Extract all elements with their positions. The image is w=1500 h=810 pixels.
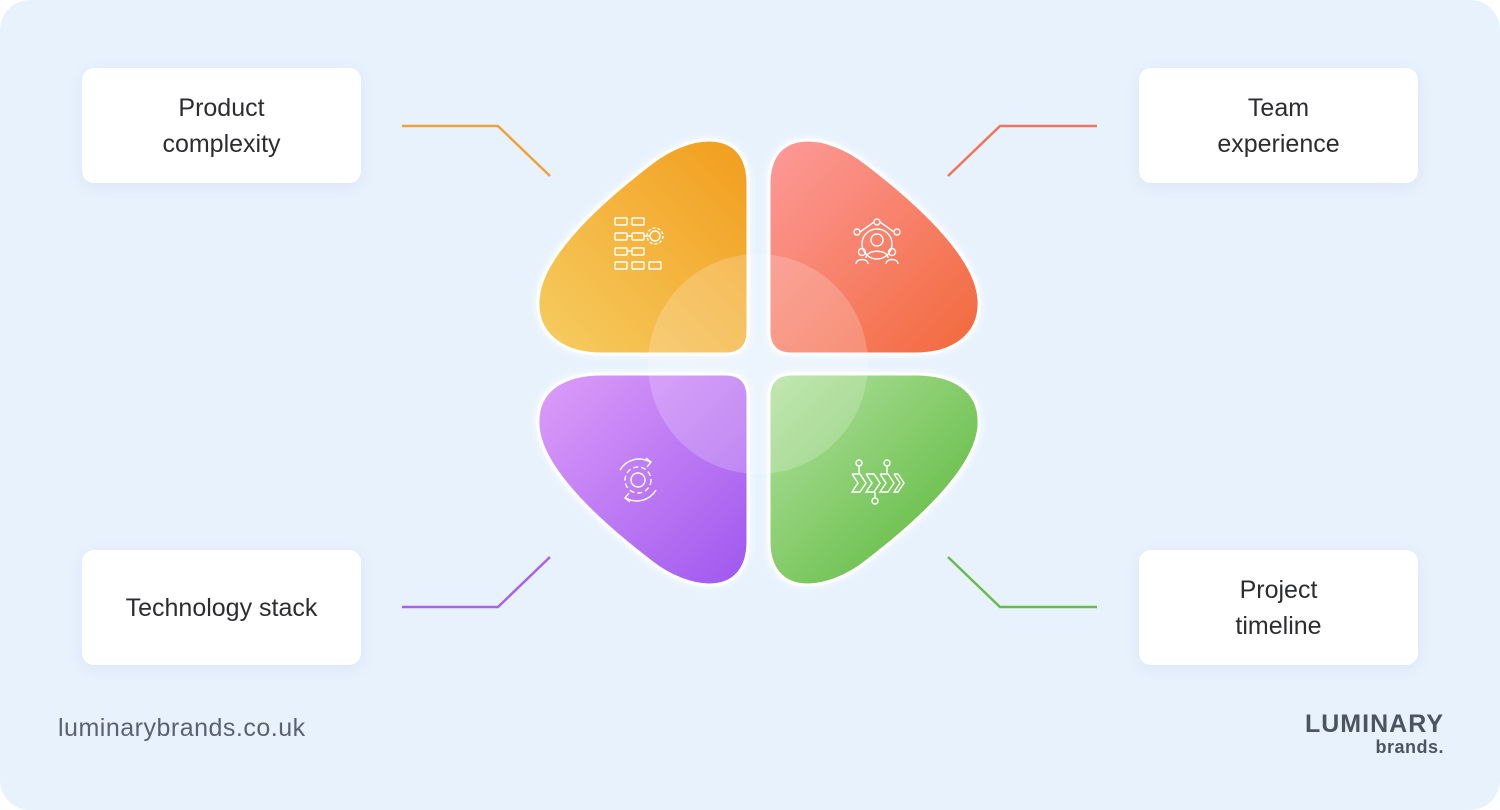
connector-team-experience: [947, 124, 1097, 177]
card-label: Team experience: [1217, 93, 1340, 158]
timeline-chevrons-icon: [850, 459, 905, 505]
card-label: Product complexity: [162, 93, 281, 158]
website-url: luminarybrands.co.uk: [58, 714, 306, 742]
logo-subtext: brands.: [1375, 737, 1444, 757]
petal-project-timeline: [767, 372, 981, 587]
petal-technology-stack: [536, 372, 750, 587]
card-project-timeline: Project timeline: [1139, 550, 1418, 665]
card-label: Project timeline: [1235, 575, 1322, 640]
center-highlight-circle: [648, 254, 868, 474]
card-technology-stack: Technology stack: [82, 550, 361, 665]
card-product-complexity: Product complexity: [82, 68, 361, 183]
team-network-icon: [853, 218, 901, 265]
brand-logo: LUMINARY brands.: [1304, 710, 1444, 757]
card-label: Technology stack: [125, 593, 318, 622]
gear-cycle-icon: [619, 457, 657, 503]
logo-wordmark: LUMINARY: [1304, 710, 1444, 738]
petal-team-experience: [767, 138, 981, 356]
connector-technology-stack: [402, 556, 551, 609]
workflow-gear-icon: [614, 217, 664, 270]
connector-project-timeline: [947, 556, 1097, 609]
card-team-experience: Team experience: [1139, 68, 1418, 183]
petal-product-complexity: [536, 138, 750, 356]
connector-product-complexity: [402, 124, 551, 177]
